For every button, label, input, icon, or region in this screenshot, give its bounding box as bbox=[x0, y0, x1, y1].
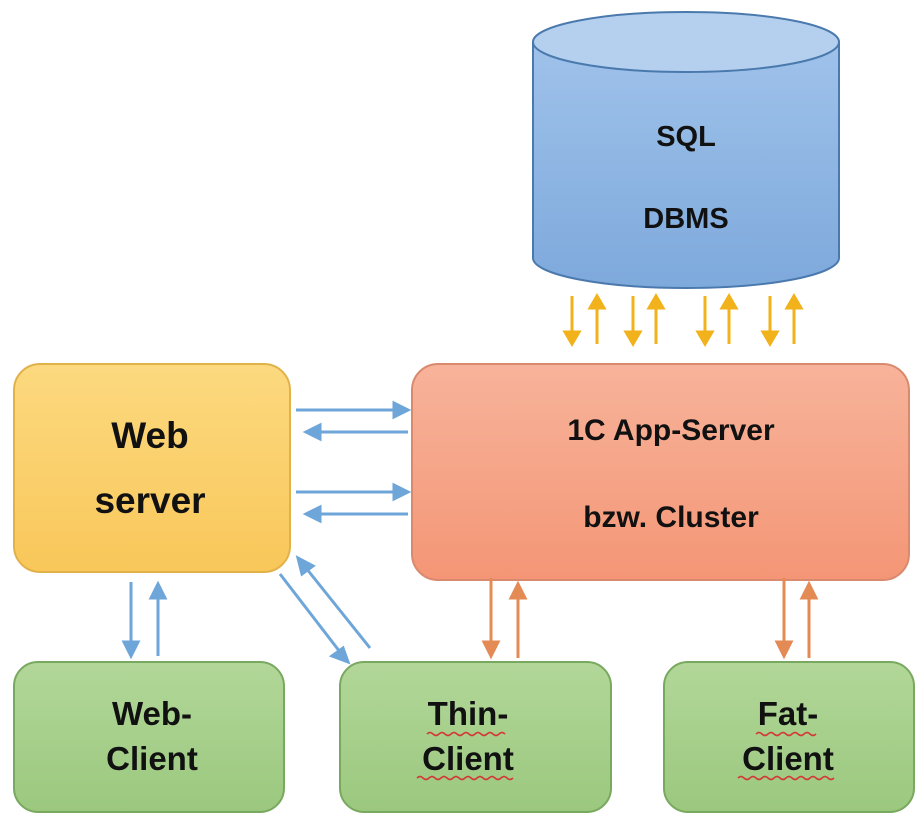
thin-client-node: Thin- Client bbox=[339, 661, 612, 813]
fat-client-label-line2: Client bbox=[742, 740, 834, 777]
database-label-line2: DBMS bbox=[643, 203, 728, 235]
database-body bbox=[532, 41, 840, 289]
web-server-label-line1: Web bbox=[111, 415, 188, 456]
db-arrow-pair-1 bbox=[562, 293, 607, 347]
fat-client-spellcheck-squiggle-1 bbox=[755, 731, 817, 737]
fat-client-box bbox=[663, 661, 915, 813]
db-arrow-pair-3 bbox=[695, 293, 739, 347]
app-server-node: 1C App-Server bzw. Cluster bbox=[411, 363, 910, 581]
web-client-label-line2: Client bbox=[106, 740, 198, 777]
web-client-node: Web- Client bbox=[13, 661, 285, 813]
fat-client-label-line1: Fat- bbox=[758, 695, 819, 732]
thin-client-label-line2: Client bbox=[422, 740, 514, 777]
fat-client-spellcheck-squiggle-2 bbox=[737, 775, 835, 781]
app-server-box bbox=[411, 363, 910, 581]
web-server-box bbox=[13, 363, 291, 573]
app-server-label-line1: 1C App-Server bbox=[567, 414, 775, 447]
db-arrow-pair-4 bbox=[760, 293, 804, 347]
webserver-thinclient-arrows bbox=[278, 555, 372, 665]
thin-client-spellcheck-squiggle-1 bbox=[426, 731, 506, 737]
app-server-label-line2: bzw. Cluster bbox=[583, 501, 759, 534]
web-client-label-line1: Web- bbox=[112, 695, 192, 732]
web-server-label-line2: server bbox=[94, 480, 205, 521]
appserver-thinclient-arrows bbox=[481, 578, 528, 660]
web-server-node: Web server bbox=[13, 363, 291, 573]
database-label-line1: SQL bbox=[656, 121, 716, 153]
web-client-box bbox=[13, 661, 285, 813]
database-node: SQL DBMS bbox=[532, 11, 840, 289]
database-top bbox=[532, 11, 840, 73]
db-appserver-arrows bbox=[562, 293, 804, 347]
appserver-fatclient-arrows bbox=[774, 578, 819, 660]
db-arrow-pair-2 bbox=[623, 293, 666, 347]
thin-client-label-line1: Thin- bbox=[428, 695, 509, 732]
webserver-webclient-arrows bbox=[121, 580, 168, 660]
fat-client-node: Fat- Client bbox=[663, 661, 915, 813]
thin-client-spellcheck-squiggle-2 bbox=[416, 775, 514, 781]
thin-client-box bbox=[339, 661, 612, 813]
webserver-appserver-arrows bbox=[296, 400, 412, 524]
